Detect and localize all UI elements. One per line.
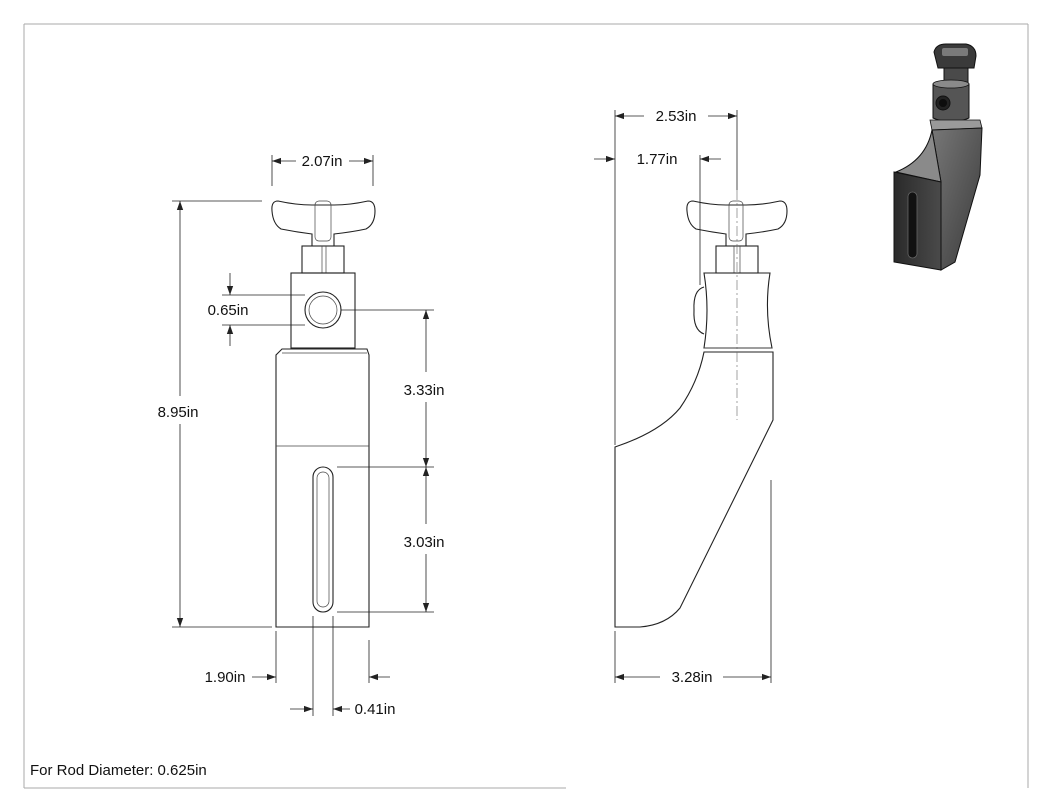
sheet-border (23, 23, 1029, 789)
dim-side-depth: 3.28in (672, 669, 713, 686)
dim-hole-diameter: 0.65in (208, 302, 249, 319)
dim-slot-width: 0.41in (355, 701, 396, 718)
isometric-view (893, 43, 983, 271)
side-view (614, 190, 788, 628)
dim-overall-height: 8.95in (158, 404, 199, 421)
dim-slot-length: 3.03in (404, 534, 445, 551)
dim-base-width: 1.90in (205, 669, 246, 686)
side-dimensions: 2.53in 1.77in 3.28in (594, 108, 772, 686)
dim-knob-width: 2.07in (302, 153, 343, 170)
dim-side-knob-offset: 2.53in (656, 108, 697, 125)
dim-side-axis-offset: 1.77in (637, 151, 678, 168)
rod-diameter-note: For Rod Diameter: 0.625in (30, 762, 207, 779)
dim-upper-height: 3.33in (404, 382, 445, 399)
front-dimensions: 2.07in 8.95in 0.65in 3.33in 3.03in 1.90i… (158, 153, 445, 718)
front-view (271, 200, 376, 628)
